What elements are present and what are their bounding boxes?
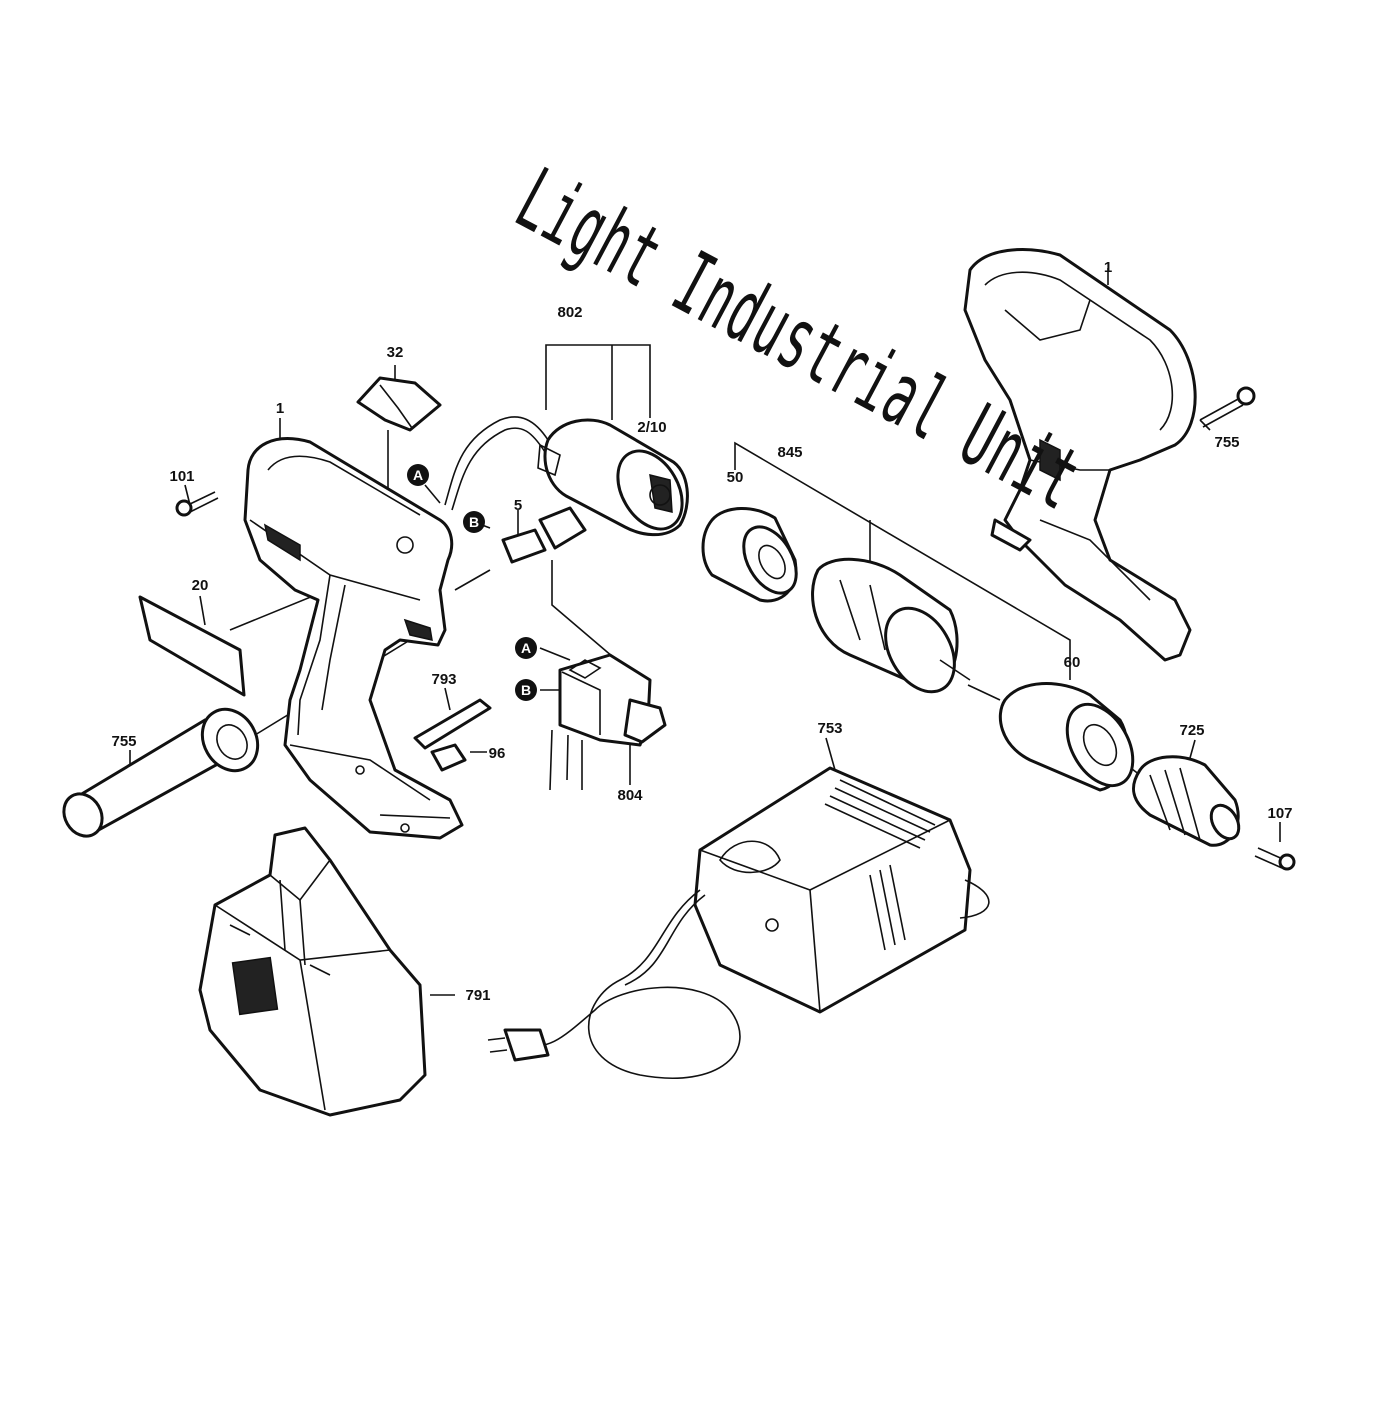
- callout-1-right: 1: [1104, 259, 1112, 276]
- charger-753: [487, 766, 990, 1080]
- callout-755-right: 755: [1214, 434, 1239, 451]
- part-96-clip: [430, 743, 467, 772]
- part-32-clip: [356, 376, 442, 432]
- callout-793: 793: [431, 671, 456, 688]
- callout-5: 5: [514, 497, 522, 514]
- connector-marker-a-top: A: [407, 464, 429, 486]
- svg-text:A: A: [413, 467, 423, 483]
- callout-804: 804: [617, 787, 643, 804]
- callout-2-10: 2/10: [637, 419, 666, 436]
- callout-101: 101: [169, 468, 194, 485]
- callout-755-left: 755: [111, 733, 136, 750]
- screw-107: [1254, 847, 1296, 871]
- screw-101: [175, 491, 219, 517]
- motor-802: [444, 416, 689, 537]
- callout-labels: 1 1 2/10 5 20 32 50 60 96 101 107 725 75…: [111, 259, 1292, 1004]
- housing-left-half: [243, 437, 464, 840]
- callout-1-left: 1: [276, 400, 284, 417]
- chuck-collar-60: [998, 682, 1135, 792]
- svg-text:A: A: [521, 640, 531, 656]
- svg-text:B: B: [521, 682, 531, 698]
- callout-50: 50: [727, 469, 744, 486]
- chuck-725: [1131, 755, 1241, 847]
- switch-804: [549, 653, 667, 791]
- battery-791: [198, 826, 427, 1117]
- auxiliary-handle-755: [62, 707, 260, 838]
- connector-marker-b-top: B: [463, 511, 485, 533]
- ring-gear-50: [701, 507, 798, 603]
- screw-755-right: [1199, 386, 1256, 428]
- callout-845: 845: [777, 444, 802, 461]
- gearbox-845: [811, 557, 971, 694]
- part-793-spring: [413, 698, 492, 750]
- callout-20: 20: [192, 577, 209, 594]
- callout-60: 60: [1064, 654, 1081, 671]
- housing-right-half: [963, 248, 1197, 662]
- callout-791: 791: [465, 987, 490, 1004]
- callout-107: 107: [1267, 805, 1292, 822]
- label-plate-20: [138, 595, 246, 697]
- callout-753: 753: [817, 720, 842, 737]
- callout-802: 802: [557, 304, 582, 321]
- svg-text:B: B: [469, 514, 479, 530]
- callout-96: 96: [489, 745, 506, 762]
- callout-32: 32: [387, 344, 404, 361]
- part-5-contact: [501, 506, 587, 564]
- connector-marker-a-switch: A: [515, 637, 537, 659]
- connector-marker-b-switch: B: [515, 679, 537, 701]
- callout-725: 725: [1179, 722, 1204, 739]
